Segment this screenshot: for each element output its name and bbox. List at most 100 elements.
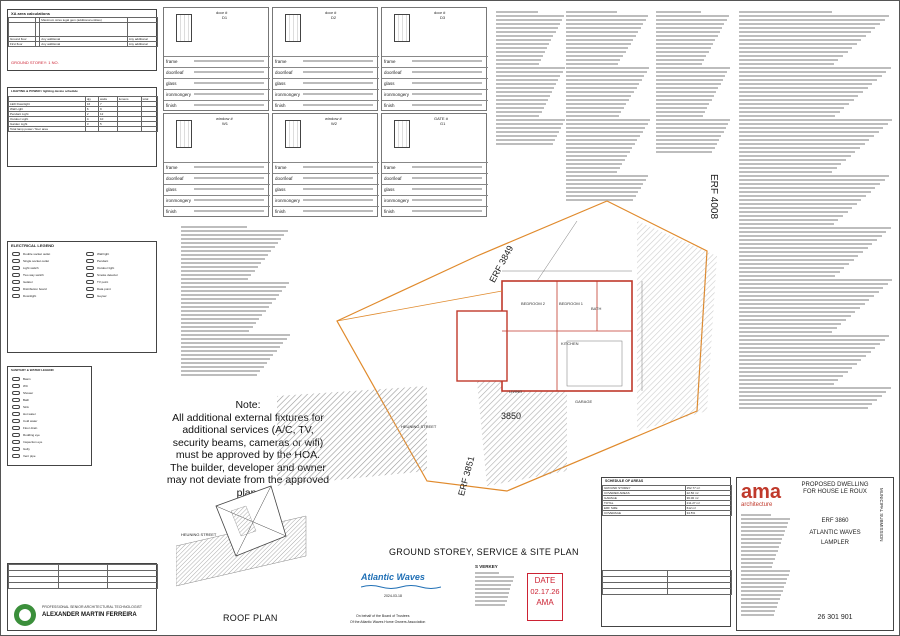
door-spec-text <box>412 60 482 62</box>
door-title: door # <box>434 10 446 15</box>
spec-note-line <box>739 103 850 105</box>
consultant-detail-line <box>475 584 512 586</box>
spec-note-line <box>739 263 850 265</box>
spec-note-line <box>739 199 862 201</box>
spec-note-line <box>739 167 837 169</box>
project-town: LAMPLER <box>820 540 849 546</box>
general-note-line <box>181 342 284 344</box>
spec-note-line <box>566 59 621 61</box>
spec-note-line <box>739 187 876 189</box>
door-spec-row: glass <box>164 78 270 89</box>
general-note-line <box>181 230 288 232</box>
spec-note-line <box>656 31 720 33</box>
electrical-legend-symbol-icon <box>12 286 20 291</box>
spec-note-line <box>496 15 564 17</box>
window-spec-row: door/leaf <box>382 173 488 184</box>
spec-note-line <box>739 27 876 29</box>
spec-note-line <box>566 43 631 45</box>
door-elevation-icon <box>394 14 410 42</box>
sanitary-legend-item: Gully <box>12 445 90 452</box>
sanitary-legend-label: Rodding eye <box>23 432 40 437</box>
ground-plan-title: GROUND STOREY, SERVICE & SITE PLAN <box>389 547 579 557</box>
spec-note-line <box>739 171 832 173</box>
door-spec-text <box>412 82 482 84</box>
door-spec-text <box>412 104 482 106</box>
spec-note-line <box>566 135 640 137</box>
sanitary-legend-item: Inspection eye <box>12 438 90 445</box>
spec-note-line <box>656 59 704 61</box>
general-note-line <box>181 302 273 304</box>
sanitary-legend-symbol-icon <box>12 390 20 395</box>
titleblock-detail-line <box>741 530 785 532</box>
spec-note-line <box>496 63 539 65</box>
door-spec-row: glass <box>273 78 379 89</box>
spec-note-line <box>739 31 871 33</box>
spec-note-line <box>739 295 874 297</box>
date-stamp: DATE 02.17.26 AMA <box>527 573 563 621</box>
window-spec-label: frame <box>275 165 287 170</box>
titleblock-detail-line <box>741 590 783 592</box>
titleblock-detail-line <box>741 558 775 560</box>
window-elevation-icon <box>394 120 410 148</box>
electrical-legend-symbol-icon <box>12 293 20 298</box>
titleblock-detail-line <box>741 554 776 556</box>
spec-note-line <box>739 175 890 177</box>
door-spec-text <box>303 93 373 95</box>
spec-note-line <box>739 227 891 229</box>
door-spec-row: finish <box>164 100 270 111</box>
door-spec-text <box>194 71 264 73</box>
electrical-legend-label: Geyser <box>97 293 107 298</box>
spec-note-line <box>566 131 643 133</box>
electrical-legend-label: Light switch <box>23 265 39 270</box>
electrical-legend-symbol-icon <box>86 279 94 284</box>
window-title: window # <box>325 116 342 121</box>
window-spec-text <box>194 166 264 168</box>
general-note-line <box>181 362 267 364</box>
spec-note-line <box>566 191 639 193</box>
spec-note-line <box>566 143 635 145</box>
technologist-role: PROFESSIONAL SENIOR ARCHITECTURAL TECHNO… <box>42 605 143 609</box>
sanitary-legend-label: Basin <box>23 376 31 381</box>
spec-note-line <box>739 219 839 221</box>
hoa-logo: Atlantic Waves <box>361 572 425 582</box>
spec-note-line <box>739 371 848 373</box>
sanitary-legend-item: Rodding eye <box>12 431 90 438</box>
spec-note-line <box>739 279 893 281</box>
window-spec-row: ironmongery <box>164 195 270 206</box>
door-spec-text <box>194 82 264 84</box>
spec-note-line <box>566 83 640 85</box>
sanitary-legend-item: WC <box>12 382 90 389</box>
door-spec-label: door/leaf <box>384 70 402 75</box>
door-spec-text <box>303 82 373 84</box>
electrical-legend-label: Downlight <box>23 293 37 298</box>
consultant-detail-line <box>475 604 506 606</box>
general-note-line <box>181 326 253 328</box>
consultant-detail-line <box>475 592 509 594</box>
spec-note-line <box>566 31 639 33</box>
consultant-detail-line <box>475 572 499 574</box>
general-note-line <box>181 366 264 368</box>
door-spec-row: ironmongery <box>164 89 270 100</box>
spec-note-line <box>739 55 843 57</box>
spec-note-line <box>739 291 879 293</box>
window-spec-row: glass <box>164 184 270 195</box>
door-spec-row: ironmongery <box>382 89 488 100</box>
spec-note-line <box>566 151 630 153</box>
sanitary-legend-symbol-icon <box>12 425 20 430</box>
spec-note-line <box>566 111 622 113</box>
spec-note-line <box>496 87 555 89</box>
hoa-line-1: On behalf of the Board of Trustees <box>356 614 410 618</box>
sanitary-legend-title: SANITARY & WATER LEGEND <box>11 368 54 372</box>
door-spec-text <box>412 93 482 95</box>
spec-note-line <box>656 135 722 137</box>
spec-note-line <box>656 99 712 101</box>
spec-note-line <box>739 99 854 101</box>
room-label-bath: BATH <box>591 306 602 311</box>
spec-note-line <box>656 139 719 141</box>
titleblock-detail-line <box>741 602 778 604</box>
